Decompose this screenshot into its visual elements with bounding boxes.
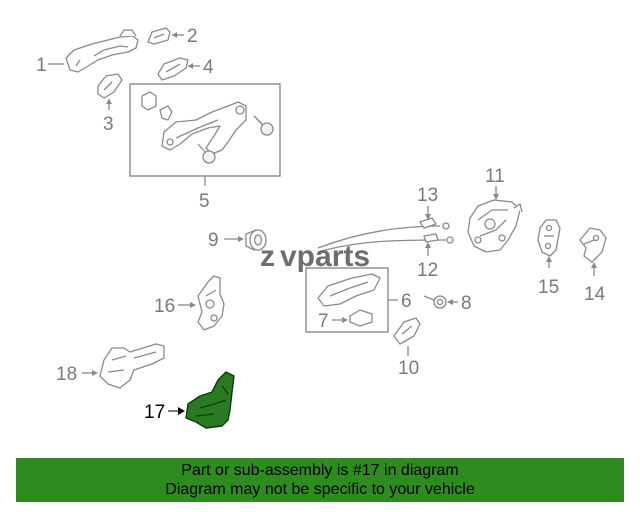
callout-16: 16 bbox=[154, 296, 175, 317]
callout-4: 4 bbox=[203, 57, 214, 78]
part-3-inner-handle-icon bbox=[97, 73, 123, 99]
callout-1: 1 bbox=[36, 55, 47, 76]
callout-10: 10 bbox=[398, 358, 419, 379]
vparts-watermark-logo: z vparts bbox=[260, 240, 370, 272]
part-5-bracket-assy-icon bbox=[141, 91, 274, 164]
callout-7-inner: 7 bbox=[318, 311, 329, 332]
part-8-screw-icon bbox=[423, 295, 447, 309]
info-banner: Part or sub-assembly is #17 in diagram D… bbox=[16, 458, 624, 502]
part-11-door-lock-icon bbox=[467, 199, 523, 253]
banner-line-2: Diagram may not be specific to your vehi… bbox=[165, 481, 475, 498]
part-15-striker-plate-icon bbox=[537, 219, 561, 257]
callout-5: 5 bbox=[199, 191, 210, 212]
callout-11: 11 bbox=[485, 166, 505, 187]
callout-13: 13 bbox=[417, 185, 438, 206]
part-1-outside-handle-icon bbox=[65, 29, 139, 73]
part-16-latch-icon bbox=[197, 275, 225, 331]
callout-2: 2 bbox=[187, 26, 198, 47]
callout-3: 3 bbox=[103, 114, 114, 135]
part-9-lock-cylinder-icon bbox=[245, 229, 267, 251]
callout-8: 8 bbox=[461, 293, 472, 314]
watermark-mark: z bbox=[260, 240, 275, 272]
banner-line-1: Part or sub-assembly is #17 in diagram bbox=[181, 462, 459, 479]
callout-15: 15 bbox=[538, 277, 559, 298]
watermark-brand: vparts bbox=[280, 240, 370, 272]
part-2-handle-cap-icon bbox=[147, 27, 171, 45]
part-18-frame-icon bbox=[99, 343, 165, 389]
part-14-striker-icon bbox=[579, 227, 607, 263]
part-6-rod-clip-icon bbox=[317, 273, 381, 327]
callout-9: 9 bbox=[208, 230, 219, 251]
callout-12: 12 bbox=[417, 260, 438, 281]
callout-17: 17 bbox=[144, 402, 165, 423]
callout-18: 18 bbox=[56, 364, 77, 385]
part-10-clip-icon bbox=[393, 317, 421, 345]
callout-14: 14 bbox=[584, 284, 606, 305]
part-12-13-cable-icon bbox=[317, 217, 454, 253]
callout-6: 6 bbox=[401, 291, 412, 312]
part-17-highlighted-icon bbox=[185, 371, 235, 429]
part-4-cover-icon bbox=[157, 57, 189, 81]
